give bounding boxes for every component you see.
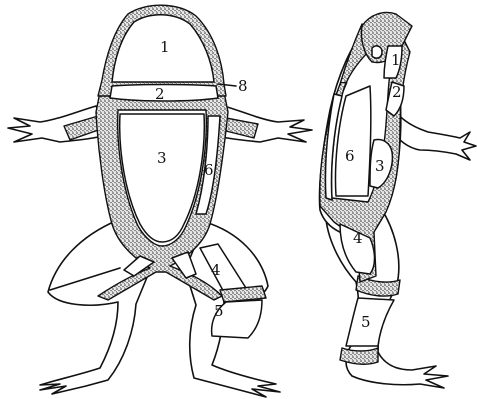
lateral-fore-limb [392, 112, 476, 160]
lateral-label-4: 4 [353, 229, 363, 247]
lateral-label-1: 1 [391, 51, 401, 69]
dorsal-label-3: 3 [157, 149, 167, 167]
lateral-label-5: 5 [361, 313, 371, 331]
dorsal-label-2: 2 [155, 85, 165, 103]
dorsal-label-8: 8 [238, 77, 248, 95]
lateral-label-7: 7 [339, 79, 349, 97]
dorsal-frog-view [8, 5, 312, 397]
lateral-label-2: 2 [392, 83, 402, 101]
lateral-label-3: 3 [375, 157, 385, 175]
lateral-ankle-band [340, 348, 378, 364]
dorsal-left-fore-limb [8, 106, 110, 142]
dorsal-label-4: 4 [211, 261, 221, 279]
dorsal-label-1: 1 [160, 38, 170, 56]
dorsal-right-hind-leg [185, 222, 280, 397]
dorsal-label-5: 5 [214, 302, 224, 320]
lateral-label-6: 6 [345, 147, 355, 165]
dorsal-label-6: 6 [204, 161, 214, 179]
lateral-eye [372, 46, 382, 58]
